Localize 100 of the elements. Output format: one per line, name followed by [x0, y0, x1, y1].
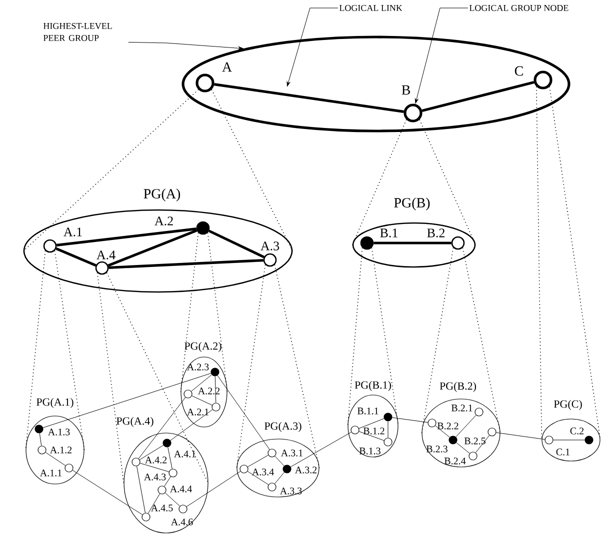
network-node: B.1.3	[359, 438, 392, 454]
link-line	[108, 259, 264, 269]
network-node: B	[402, 85, 422, 122]
link-line	[108, 229, 198, 267]
node-label: A.2.1	[186, 408, 209, 416]
network-node: A.4.2	[132, 456, 167, 466]
node-label: A.2.2	[198, 388, 220, 394]
link-line	[456, 414, 476, 438]
link-line	[214, 376, 216, 403]
link-line	[456, 442, 470, 454]
node-label: B.2	[427, 228, 444, 238]
projection-line	[352, 119, 407, 246]
projection-line	[274, 264, 320, 468]
network-node: A.4.3	[144, 468, 178, 480]
node-label: B.2.4	[444, 458, 466, 464]
link-line	[435, 425, 450, 438]
projection-line	[371, 247, 399, 426]
network-node: A.3.4	[240, 464, 274, 476]
network-node: B.2.4	[444, 452, 478, 464]
network-node: A.1.3	[34, 424, 70, 436]
link-line	[358, 418, 384, 429]
node-label: A.4	[96, 250, 116, 260]
node-label: A.3.2	[294, 466, 317, 474]
network-node: B.2.3	[426, 436, 458, 452]
node-label: B.2.5	[464, 438, 486, 444]
link-line	[496, 432, 545, 440]
node-label: B.1	[380, 228, 398, 238]
projection-line	[54, 250, 85, 450]
node-label: A.4.4	[170, 486, 192, 492]
link-line	[290, 432, 352, 468]
node-label: A.4.2	[144, 456, 167, 464]
network-node: A.3.1	[268, 448, 303, 458]
projection-line	[549, 86, 601, 440]
node-label: B.1.3	[359, 448, 380, 454]
projection-line	[536, 86, 542, 440]
node-label: A.1.1	[40, 470, 62, 476]
network-node: A.4	[95, 250, 116, 275]
link-line	[72, 470, 143, 515]
node-label: A	[222, 62, 232, 72]
node-label: A.3.4	[252, 468, 274, 476]
projection-line	[347, 247, 363, 426]
link-line	[136, 466, 146, 513]
link-line	[56, 227, 197, 246]
projection-line	[25, 250, 46, 450]
node-label: A.2.3	[186, 364, 209, 370]
peer-group-ellipse	[182, 36, 570, 132]
link-line	[139, 445, 164, 460]
node-label: PG(C)	[554, 400, 582, 410]
node-label: B.1.2	[363, 428, 384, 434]
projection-line	[421, 247, 454, 434]
link-line	[475, 435, 490, 453]
node-label: C	[514, 66, 523, 76]
network-node: B.2.5	[464, 428, 496, 444]
callout-text: HIGHEST-LEVEL PEER GROUP	[43, 22, 112, 42]
link-line	[274, 456, 284, 466]
projection-line	[462, 247, 501, 434]
link-line	[247, 471, 269, 485]
projection-line	[207, 232, 228, 392]
network-node: B.1.1	[357, 408, 392, 422]
network-node: B.2	[427, 228, 465, 250]
projection-line	[236, 264, 266, 468]
link-line	[140, 462, 170, 472]
network-node: B.1	[360, 228, 398, 250]
node-label: C.1	[556, 448, 570, 456]
link-line	[191, 374, 212, 392]
network-node: A.4.5	[142, 504, 173, 522]
link-line	[42, 373, 212, 428]
callout-text: LOGICAL LINK	[339, 4, 402, 12]
projection-line	[211, 89, 294, 252]
node-label: B.1.1	[357, 408, 378, 414]
network-node: A.3.2	[282, 464, 317, 474]
link-line	[374, 242, 452, 244]
link-line	[164, 492, 180, 506]
link-line	[217, 375, 270, 450]
node-label: C.2	[570, 428, 584, 434]
network-node: C.2	[570, 428, 594, 444]
projection-line	[96, 272, 124, 484]
node-label: PG(B)	[394, 198, 430, 210]
node-label: A.3.1	[280, 450, 303, 456]
node-label: B.2.1	[451, 404, 472, 412]
node-label: A.1	[64, 228, 82, 236]
network-node: B.2.2	[428, 418, 458, 430]
link-line	[422, 81, 534, 112]
link-line	[170, 409, 213, 441]
network-node: A.1	[43, 228, 82, 253]
node-label: A.3.3	[280, 488, 302, 494]
link-line	[392, 417, 428, 423]
network-node: A.4.4	[158, 486, 192, 494]
link-line	[148, 493, 160, 514]
link-line	[186, 471, 241, 507]
projection-line	[106, 272, 209, 484]
network-node: A	[196, 62, 232, 92]
link-line	[358, 431, 384, 441]
node-label: PG(A.3)	[264, 422, 302, 432]
link-line	[138, 397, 186, 459]
leader-line	[414, 8, 468, 104]
link-line	[248, 454, 269, 468]
link-line	[56, 247, 96, 267]
node-label: B.2.3	[426, 446, 448, 452]
link-line	[168, 446, 172, 470]
